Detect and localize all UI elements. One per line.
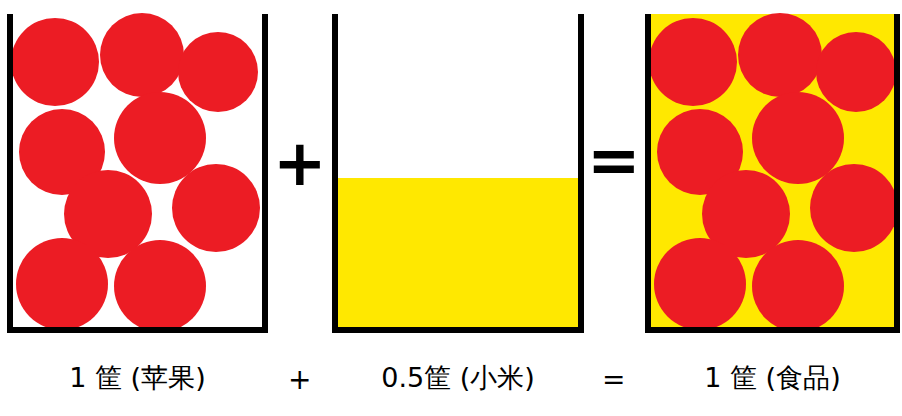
basket-label: 0.5筐 (小米) xyxy=(330,362,586,394)
operator-text: + xyxy=(288,366,311,394)
basket: 1 筐 (食品) xyxy=(643,0,902,416)
basket-label: 1 筐 (食品) xyxy=(643,362,902,394)
operator-symbol: + xyxy=(273,131,327,195)
basket: 1 筐 (苹果) xyxy=(5,0,270,416)
basket-label: 1 筐 (苹果) xyxy=(5,362,270,394)
basket-outline xyxy=(10,14,897,330)
basket: 0.5筐 (小米) xyxy=(330,0,586,416)
operator-symbol: = xyxy=(587,128,641,192)
operator-text: = xyxy=(602,366,625,394)
apples xyxy=(13,13,260,327)
millet-fill xyxy=(338,178,578,327)
apples xyxy=(651,13,894,327)
